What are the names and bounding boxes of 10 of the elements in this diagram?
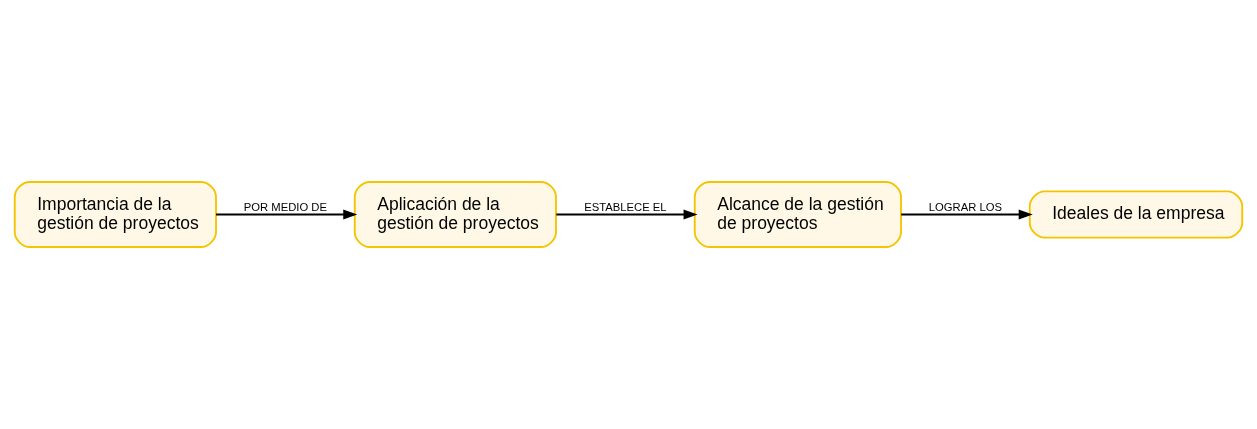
edge-label: LOGRAR LOS bbox=[928, 201, 1002, 213]
node-box: Importancia de la gestión de proyectos bbox=[13, 181, 217, 248]
arrow bbox=[555, 209, 698, 220]
edge-label: ESTABLECE EL bbox=[584, 201, 667, 213]
arrow bbox=[215, 209, 358, 220]
edge-label: POR MEDIO DE bbox=[243, 201, 327, 213]
node-box: Alcance de la gestión de proyectos bbox=[693, 181, 902, 248]
node-box: Ideales de la empresa bbox=[1028, 190, 1244, 239]
arrow bbox=[900, 209, 1033, 220]
node-box: Aplicación de la gestión de proyectos bbox=[353, 181, 557, 248]
